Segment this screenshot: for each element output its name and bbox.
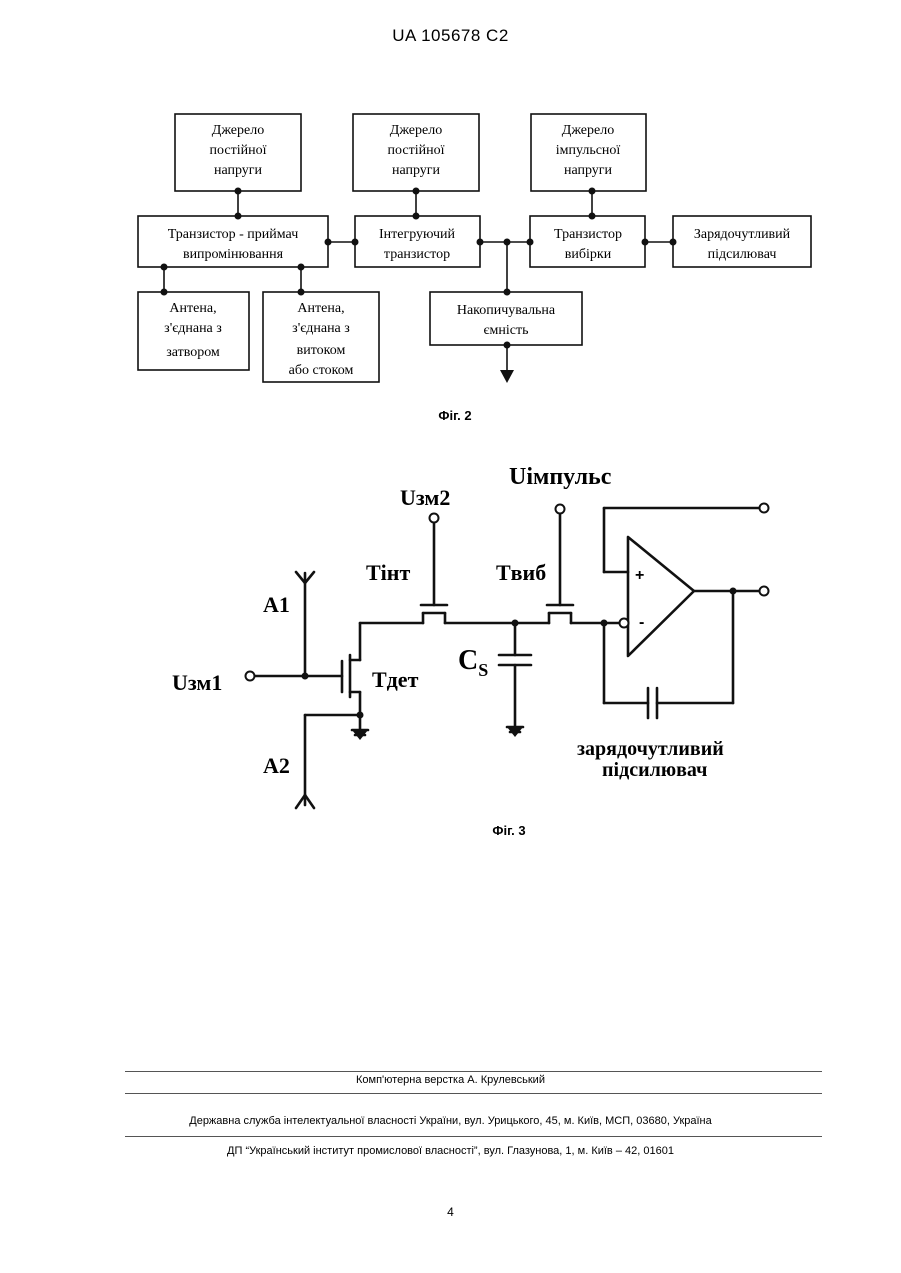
tvyb-label: Tвиб — [496, 560, 546, 585]
cs-main: C — [458, 645, 478, 676]
transistor-receiver-line2: випромінювання — [183, 247, 284, 262]
ground-arrow-icon — [500, 370, 514, 383]
antenna-drain-line1: Антена, — [297, 301, 344, 316]
charge-amp-label-line1: зарядочутливий — [577, 738, 724, 760]
tdet-label: Tдет — [372, 667, 419, 692]
antenna-gate-line3: затвором — [166, 345, 220, 360]
fig3-caption: Фіг. 3 — [492, 823, 525, 838]
footer-divider-2 — [125, 1093, 822, 1094]
dc-source-1-line1: Джерело — [212, 123, 264, 138]
uzm2-label: Uзм2 — [400, 485, 450, 510]
fig2-caption: Фіг. 2 — [438, 408, 471, 423]
pulse-source-line1: Джерело — [562, 123, 614, 138]
inverting-sign: - — [639, 614, 644, 631]
storage-capacitance-line2: ємність — [484, 323, 529, 338]
cs-subscript: S — [478, 660, 488, 680]
a1-label: A1 — [263, 592, 290, 617]
antenna-drain-line2: з'єднана з — [292, 321, 350, 336]
output-terminal-top — [760, 504, 769, 513]
footer-divider-1 — [125, 1071, 822, 1072]
cs-label: CS — [458, 645, 488, 680]
charge-amplifier-line2: підсилювач — [708, 247, 777, 262]
footer-layout-credit: Комп'ютерна верстка А. Крулевський — [0, 1074, 901, 1086]
footer-agency: Державна служба інтелектуальної власност… — [0, 1115, 901, 1127]
antenna-gate-line2: з'єднана з — [164, 321, 222, 336]
integrating-transistor-line2: транзистор — [384, 247, 450, 262]
storage-capacitance-line1: Накопичувальна — [457, 303, 556, 318]
dc-source-1-line2: постійної — [210, 143, 267, 158]
integrating-transistor-line1: Інтегруючий — [379, 227, 456, 242]
page-number: 4 — [0, 1205, 901, 1219]
uzm1-terminal — [246, 672, 255, 681]
uimpuls-terminal — [556, 505, 565, 514]
fig3-circuit-schematic: Uзм2 Uімпульс A1 A2 Tінт Tвиб CS Uзм1 Tд… — [0, 440, 901, 850]
a2-label: A2 — [263, 753, 290, 778]
antenna-drain-line4: або стоком — [289, 363, 354, 378]
uzm2-terminal — [430, 514, 439, 523]
output-terminal — [760, 587, 769, 596]
footer-divider-3 — [125, 1136, 822, 1137]
antenna-gate-line1: Антена, — [169, 301, 216, 316]
charge-amplifier-line1: Зарядочутливий — [694, 227, 791, 242]
sampling-transistor-line1: Транзистор — [554, 227, 622, 242]
transistor-receiver-line1: Транзистор - приймач — [168, 227, 299, 242]
uzm1-label: Uзм1 — [172, 670, 222, 695]
tint-label: Tінт — [366, 560, 410, 585]
pulse-source-line2: імпульсної — [556, 143, 621, 158]
dc-source-2-line1: Джерело — [390, 123, 442, 138]
footer-institute: ДП “Український інститут промислової вла… — [0, 1145, 901, 1157]
inverting-input-node — [620, 619, 629, 628]
dc-source-1-line3: напруги — [214, 163, 263, 178]
fig2-block-diagram: Джерело постійної напруги Джерело постій… — [0, 0, 901, 440]
antenna-drain-line3: витоком — [297, 343, 346, 358]
sampling-transistor-line2: вибірки — [565, 247, 612, 262]
charge-amp-label-line2: підсилювач — [602, 759, 707, 781]
pulse-source-line3: напруги — [564, 163, 613, 178]
dc-source-2-line2: постійної — [388, 143, 445, 158]
uimpuls-label: Uімпульс — [509, 464, 612, 490]
dc-source-2-line3: напруги — [392, 163, 441, 178]
noninverting-sign: + — [635, 567, 644, 584]
